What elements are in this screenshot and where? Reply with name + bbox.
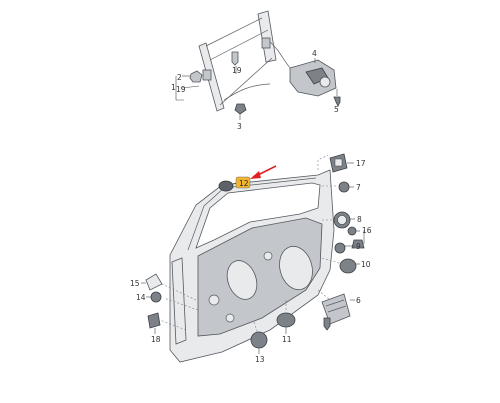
callout-16: 16 xyxy=(362,226,372,235)
callout-10: 10 xyxy=(361,260,371,269)
door-hole-small-2 xyxy=(263,251,273,261)
regulator-slider-clip-left xyxy=(202,69,212,81)
regulator-cable-top xyxy=(205,17,263,47)
window-motor xyxy=(289,59,337,97)
guide-17 xyxy=(317,154,329,170)
bracket-1 xyxy=(175,76,184,101)
callout-9: 9 xyxy=(356,242,361,251)
callout-4: 4 xyxy=(312,49,317,58)
leader-19-lower xyxy=(181,85,200,89)
door-window-opening xyxy=(195,182,321,249)
callout-8: 8 xyxy=(357,215,362,224)
part-7-plug xyxy=(338,181,350,193)
callout-12: 12 xyxy=(239,179,249,188)
callout-19-lower: 19 xyxy=(176,85,186,94)
callout-2: 2 xyxy=(177,73,182,82)
callout-12-highlight xyxy=(235,176,251,189)
regulator-left-rail xyxy=(198,42,225,112)
callout-19-upper: 19 xyxy=(232,66,242,75)
callout-5: 5 xyxy=(334,105,339,114)
door-shell xyxy=(159,154,343,363)
door-speaker-opening xyxy=(279,245,313,291)
callout-17: 17 xyxy=(356,159,366,168)
screw-5 xyxy=(333,96,341,107)
motor-cap xyxy=(319,76,331,88)
window-regulator-assembly xyxy=(175,10,341,120)
door-frame-edge xyxy=(187,177,317,251)
callout-3: 3 xyxy=(237,122,242,131)
part-12-highlighted: 12 xyxy=(218,165,277,192)
guide-18 xyxy=(159,319,187,331)
door-hinge-pillar xyxy=(171,257,187,345)
part-14-plug xyxy=(150,291,162,303)
module-screw xyxy=(323,317,331,331)
part-8-ring-inner xyxy=(337,215,347,225)
door-access-hole xyxy=(226,260,258,300)
module-ridge-1 xyxy=(325,299,345,307)
module-ridge-2 xyxy=(327,305,347,313)
door-hole-small-1 xyxy=(208,294,220,306)
right-side-parts xyxy=(321,153,365,331)
callout-7: 7 xyxy=(356,183,361,192)
nut-2 xyxy=(189,70,203,83)
part-11-plug xyxy=(276,312,296,328)
callout-15: 15 xyxy=(130,279,140,288)
leader-12 xyxy=(231,182,237,185)
callout-1: 1 xyxy=(171,83,176,92)
part-9-plug xyxy=(347,226,357,236)
guide-6 xyxy=(317,289,331,301)
regulator-slider-clip-right xyxy=(261,37,271,49)
bolt-3-head xyxy=(234,103,247,115)
red-arrow-head xyxy=(250,171,261,179)
part-18-stopper xyxy=(147,312,161,329)
callout-11: 11 xyxy=(282,335,292,344)
part-15-bumper xyxy=(145,273,163,291)
part-17-gasket-inner xyxy=(334,158,343,167)
part-10-plug xyxy=(339,258,357,274)
door-hole-small-3 xyxy=(225,313,235,323)
callout-14: 14 xyxy=(136,293,146,302)
red-arrow-indicator xyxy=(250,165,277,179)
callout-18: 18 xyxy=(151,335,161,344)
callout-6: 6 xyxy=(356,296,361,305)
part-13-plug xyxy=(250,331,268,349)
regulator-cable-motor xyxy=(223,83,271,101)
clip-19-upper xyxy=(231,51,239,66)
bottom-parts xyxy=(250,312,296,354)
guide-10 xyxy=(321,257,343,265)
callout-13: 13 xyxy=(255,355,265,364)
part-6-seal-small xyxy=(334,242,346,254)
left-side-parts xyxy=(141,273,163,334)
regulator-cable-mid xyxy=(209,29,269,61)
part-12-grommet xyxy=(218,180,234,192)
